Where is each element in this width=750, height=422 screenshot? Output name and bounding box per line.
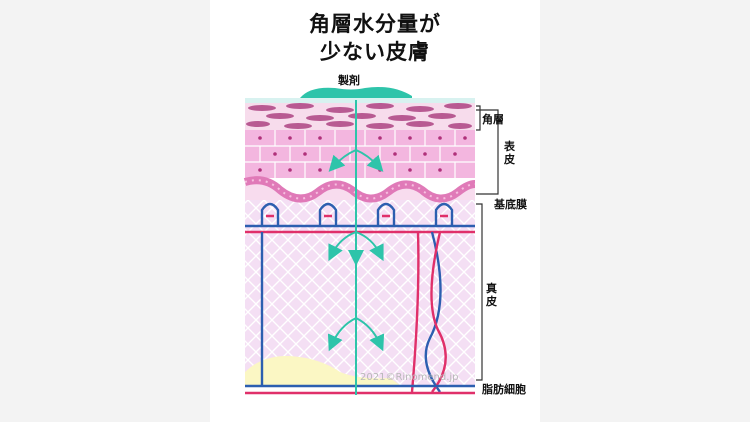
epidermis-cells [245,130,475,178]
stratum-corneum [245,98,475,130]
label-product: 製剤 [338,74,360,87]
watermark: 2021©Rinomend.jp [360,372,459,383]
capillary-loops [260,202,454,226]
layer-brackets [476,105,499,381]
title-line-1: 角層水分量が [309,12,441,36]
label-dermis: 真皮 [486,282,497,308]
blood-vessels [245,224,475,395]
label-epidermis: 表皮 [504,140,515,166]
fat-tissue [245,355,400,385]
title-line-2: 少ない皮膚 [320,40,430,64]
product-blob [300,87,412,98]
basal-layer [243,176,476,203]
label-subcutaneous-fat: 脂肪細胞 [482,383,526,396]
label-stratum-corneum: 角層 [482,113,504,126]
label-basement-membrane: 基底膜 [494,198,527,211]
penetration-arrows [327,100,385,395]
